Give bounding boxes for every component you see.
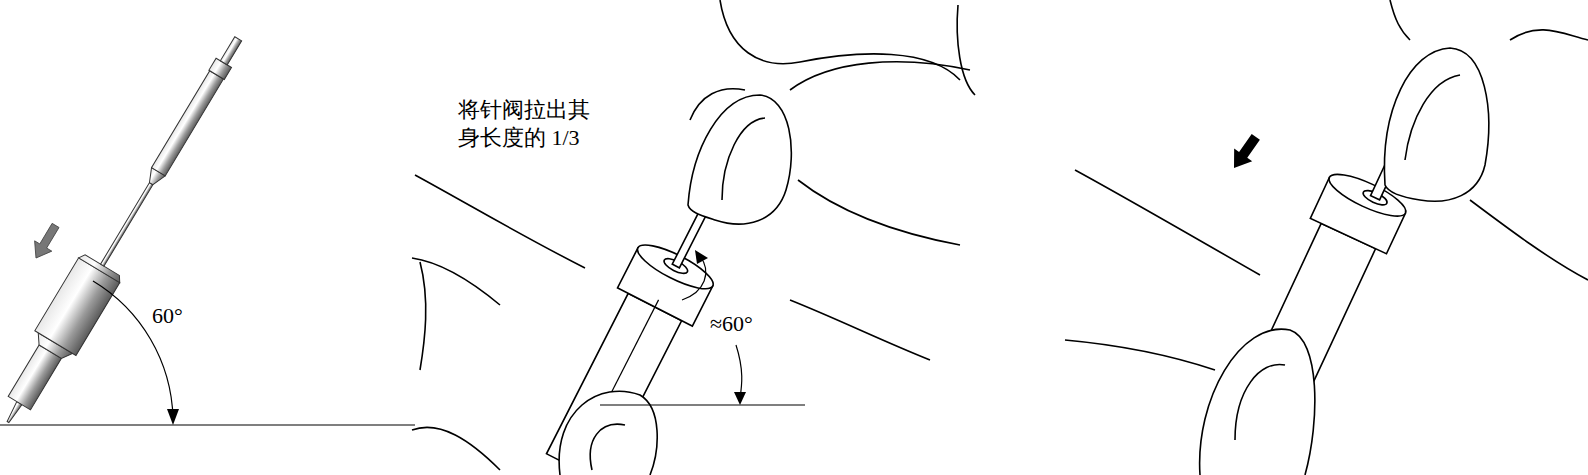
nozzle-tip [5, 402, 21, 424]
arrow-shape [27, 220, 64, 263]
hands [1200, 48, 1489, 475]
hand-outline [1470, 200, 1588, 280]
hand-outline [415, 175, 585, 268]
finger [1384, 48, 1488, 201]
hand-outline [1510, 30, 1588, 40]
pull-arrow [682, 256, 706, 300]
insert-arrow [27, 220, 64, 263]
nozzle-body [546, 293, 681, 475]
arc-arrowhead [167, 409, 179, 425]
hand-outline [420, 262, 426, 370]
hand-outline [957, 5, 975, 95]
needle-valve [152, 71, 224, 176]
hand-outline [790, 62, 970, 90]
thumb [559, 391, 657, 475]
insert-arrow [1225, 131, 1265, 175]
axis-line [605, 300, 659, 405]
thumbnail [590, 424, 625, 470]
finger [688, 95, 791, 224]
angle-leader [736, 345, 742, 398]
hands [559, 95, 791, 475]
nozzle-shank [8, 345, 61, 410]
arrow-shape [1225, 131, 1265, 175]
instruction-note: 将针阀拉出其 身长度的 1/3 [456, 96, 596, 151]
hand-outline [798, 180, 960, 245]
hand-outline [1390, 0, 1410, 40]
base-line [0, 424, 415, 425]
fingernail [722, 118, 765, 200]
thumb [1200, 329, 1315, 475]
injector-nozzle [0, 26, 259, 434]
hand-outline [412, 427, 500, 470]
needle-stem [101, 183, 153, 266]
hand-outline [1065, 340, 1215, 370]
needle-end [220, 37, 241, 65]
hands [412, 0, 975, 470]
base-line [600, 404, 805, 405]
pull-arrowhead [695, 250, 708, 264]
angle-arrowhead [734, 392, 746, 405]
thumbnail [1235, 364, 1285, 440]
nozzle-chamfer [79, 253, 123, 283]
fingernail [1405, 75, 1460, 160]
hand-outline [1075, 170, 1260, 275]
angle-label: 60° [150, 302, 185, 330]
angle-label: ≈60° [708, 310, 755, 338]
hand-outline [790, 300, 930, 360]
